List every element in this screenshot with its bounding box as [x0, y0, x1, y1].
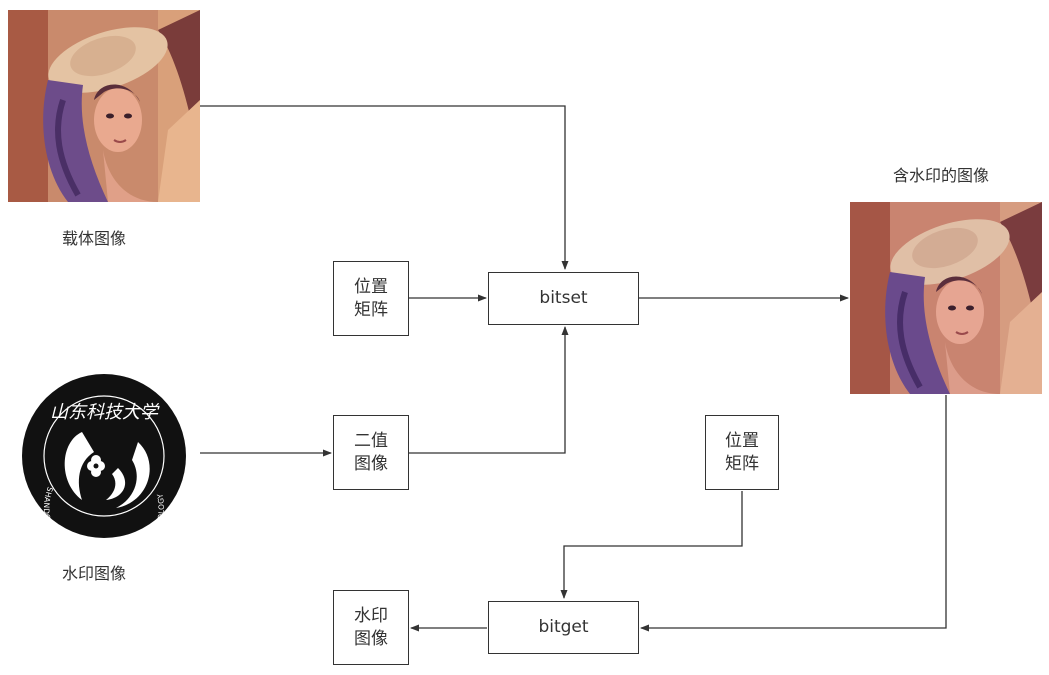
- watermarked-caption: 含水印的图像: [893, 166, 990, 185]
- logo-calligraphy: 山东科技大学: [50, 402, 160, 423]
- edge-watermarked-to-bitget: [640, 395, 947, 632]
- watermark-output-box: 水印图像: [333, 590, 409, 665]
- position-matrix-box-2: 位置矩阵: [705, 415, 779, 490]
- bitset-box: bitset: [488, 272, 639, 325]
- watermark-caption: 水印图像: [62, 564, 127, 583]
- watermark-logo: SHANDONG UNIVERSITY OF SCIENCE AND TECHN…: [20, 372, 188, 540]
- edge-posmatrix2-to-bitget: [560, 491, 743, 599]
- bitget-box: bitget: [488, 601, 639, 654]
- carrier-image: [8, 10, 200, 202]
- edge-binary-to-bitset: [409, 326, 569, 454]
- bitget-label: bitget: [538, 617, 589, 638]
- binary-image-box: 二值图像: [333, 415, 409, 490]
- edge-carrier-to-bitset: [200, 105, 569, 270]
- watermarked-image: [850, 202, 1042, 394]
- bitset-label: bitset: [539, 288, 588, 309]
- carrier-caption: 载体图像: [62, 229, 127, 248]
- position-matrix-box-1: 位置矩阵: [333, 261, 409, 336]
